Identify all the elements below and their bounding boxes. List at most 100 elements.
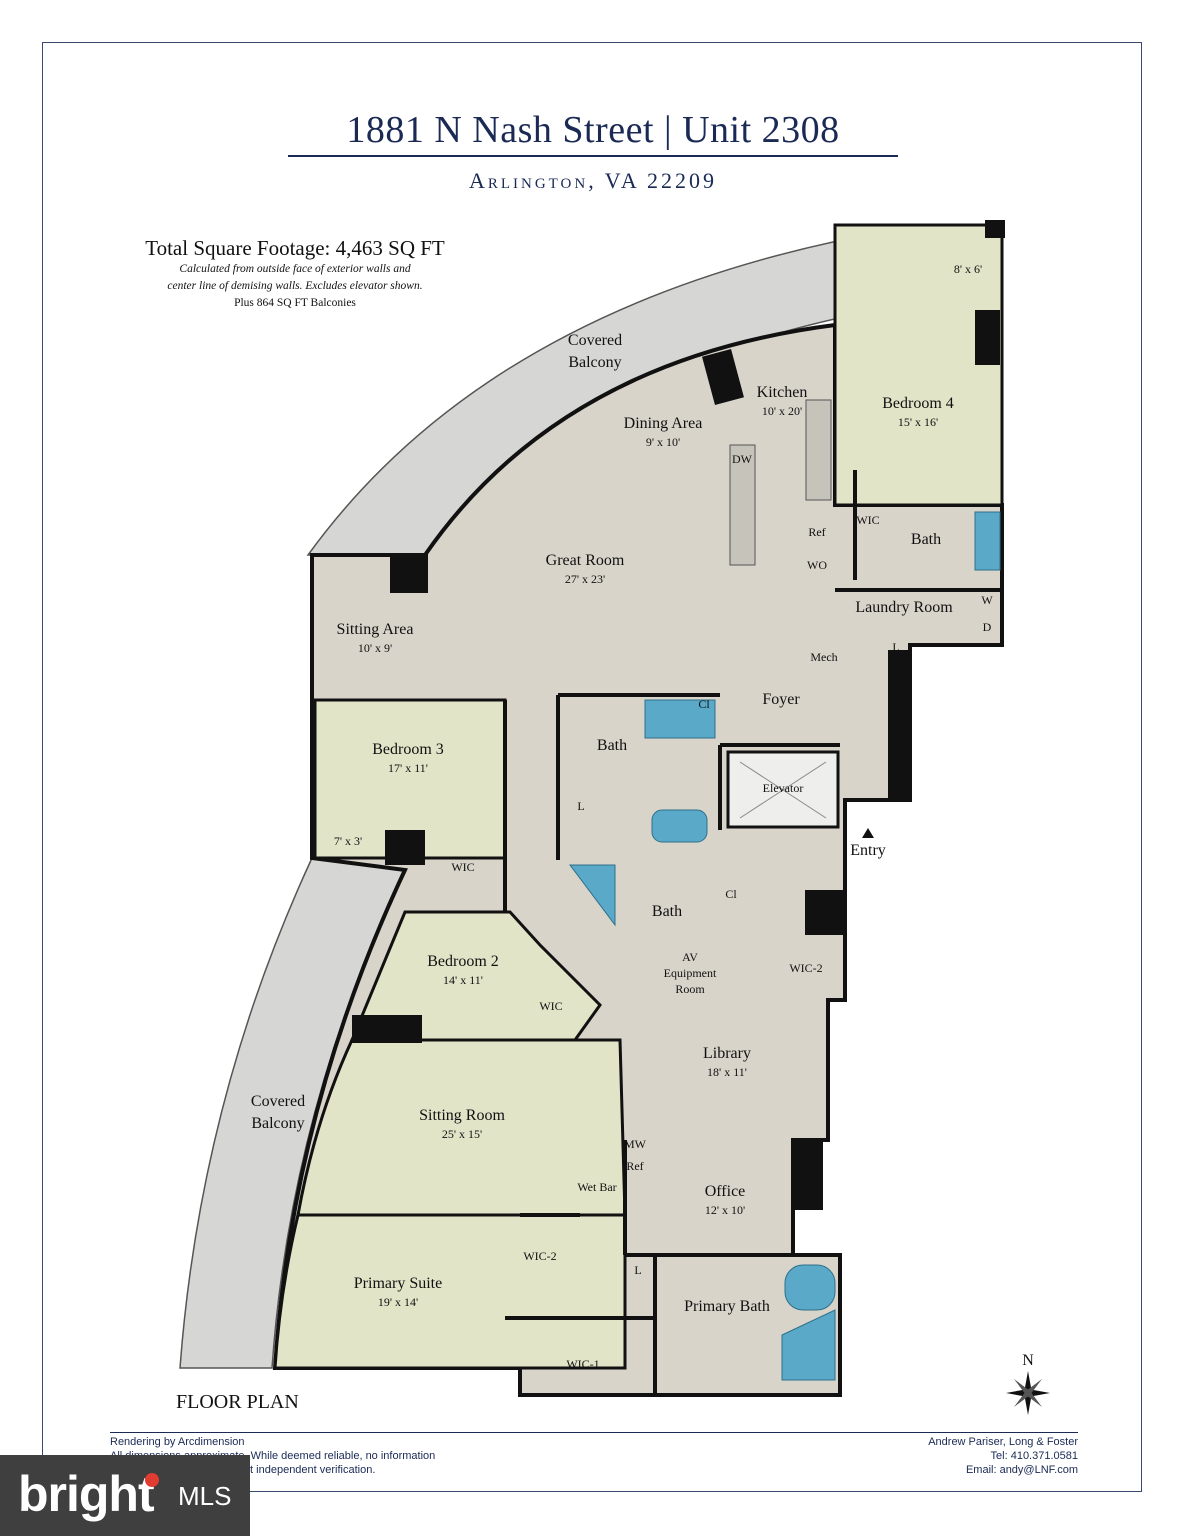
linen-label-laundry: L <box>892 640 899 654</box>
logo-dot-icon <box>145 1473 159 1487</box>
dw-label: DW <box>732 452 753 466</box>
kitchen-dim: 10' x 20' <box>762 404 802 418</box>
av-room-label-2: Equipment <box>664 966 717 980</box>
total-square-footage: Total Square Footage: 4,463 SQ FT <box>145 236 445 260</box>
jacuzzi-tub <box>784 1264 836 1311</box>
rendering-credit: Rendering by Arcdimension <box>110 1436 245 1448</box>
mw-label: MW <box>624 1137 647 1151</box>
sitting-area-label: Sitting Area <box>337 621 414 638</box>
dryer-label: D <box>983 620 992 634</box>
bedroom4-floor <box>833 223 1004 507</box>
balcony-top-label-2: Balcony <box>568 354 621 371</box>
bath-label-lower: Bath <box>652 903 682 920</box>
bedroom3-label: Bedroom 3 <box>372 741 444 758</box>
bright-mls-logo: bright MLS <box>0 1455 250 1536</box>
bedroom4-closet-dim: 8' x 6' <box>954 262 982 276</box>
sitting-room-dim: 25' x 15' <box>442 1127 482 1141</box>
office-label: Office <box>705 1183 746 1200</box>
page-subtitle: Arlington, VA 22209 <box>468 168 718 193</box>
column <box>975 310 1000 365</box>
logo-brand: bright <box>18 1466 155 1522</box>
foyer-label: Foyer <box>762 691 800 708</box>
entry-arrow-icon <box>862 828 874 838</box>
bathtub <box>651 809 708 843</box>
sqft-note-line2: center line of demising walls. Excludes … <box>167 280 423 292</box>
dining-dim: 9' x 10' <box>646 435 680 449</box>
kitchen-island <box>729 444 756 566</box>
wic-label-bedroom3: WIC <box>451 860 474 874</box>
title-rule <box>288 155 898 157</box>
linen-label-hall: L <box>577 799 584 813</box>
dining-label: Dining Area <box>624 415 703 432</box>
column <box>352 1015 422 1043</box>
library-label: Library <box>703 1045 751 1062</box>
shower <box>569 864 616 927</box>
square-footage-block: Total Square Footage: 4,463 SQ FT Calcul… <box>110 236 480 312</box>
balcony-left-label-2: Balcony <box>251 1115 304 1132</box>
column <box>888 650 910 800</box>
agent-name: Andrew Pariser, Long & Foster <box>928 1436 1078 1448</box>
logo-suffix: MLS <box>178 1481 232 1511</box>
primary-suite-label: Primary Suite <box>354 1275 442 1292</box>
wet-bar-label: Wet Bar <box>577 1180 616 1194</box>
agent-contact: Andrew Pariser, Long & Foster Tel: 410.3… <box>928 1435 1078 1477</box>
wic2-label-library: WIC-2 <box>789 961 822 975</box>
sqft-note-line1: Calculated from outside face of exterior… <box>179 263 411 275</box>
primary-suite-floor <box>273 1213 627 1370</box>
av-room-label-1: AV <box>682 950 698 964</box>
ref-label-kitchen: Ref <box>808 525 825 539</box>
library-dim: 18' x 11' <box>707 1065 747 1079</box>
bedroom4-label: Bedroom 4 <box>882 395 954 412</box>
north-label: N <box>1022 1352 1034 1369</box>
great-room-label: Great Room <box>546 552 625 569</box>
bath-label-bedroom4: Bath <box>911 531 941 548</box>
page-frame <box>42 42 1142 1492</box>
interior-walls <box>503 470 1002 1395</box>
floor-plan-label: FLOOR PLAN <box>176 1391 299 1413</box>
sitting-room-label: Sitting Room <box>419 1107 505 1124</box>
wic1-label-primary: WIC-1 <box>566 1357 599 1371</box>
wo-label: WO <box>807 558 827 572</box>
bath-label-hall: Bath <box>597 737 627 754</box>
bedroom2-dim: 14' x 11' <box>443 973 483 987</box>
primary-bath-label: Primary Bath <box>684 1298 770 1315</box>
laundry-label: Laundry Room <box>855 599 953 616</box>
elevator-label: Elevator <box>763 781 804 795</box>
entry-label: Entry <box>850 842 886 859</box>
column <box>390 553 428 593</box>
av-room-label-3: Room <box>675 982 705 996</box>
kitchen-counter <box>805 399 832 501</box>
column <box>805 890 845 935</box>
compass-rose-icon: N <box>1006 1352 1050 1415</box>
great-room-dim: 27' x 23' <box>565 572 605 586</box>
closet-label-foyer: Cl <box>698 697 710 711</box>
shower <box>781 1309 836 1381</box>
column <box>985 220 1005 238</box>
closet-label-library: Cl <box>725 887 737 901</box>
wic2-label-primary: WIC-2 <box>523 1249 556 1263</box>
balcony-top-label-1: Covered <box>568 332 622 349</box>
wic-label-bedroom2: WIC <box>539 999 562 1013</box>
primary-suite-dim: 19' x 14' <box>378 1295 418 1309</box>
sitting-area-dim: 10' x 9' <box>358 641 392 655</box>
linen-label-primary: L <box>634 1263 641 1277</box>
shower <box>644 699 716 739</box>
agent-email: Email: andy@LNF.com <box>965 1464 1078 1476</box>
column <box>793 1140 823 1210</box>
bedroom2-label: Bedroom 2 <box>427 953 499 970</box>
bedroom3-closet-dim: 7' x 3' <box>334 834 362 848</box>
washer-label: W <box>981 593 993 607</box>
shower <box>974 511 1001 571</box>
mech-label: Mech <box>810 650 837 664</box>
agent-phone: Tel: 410.371.0581 <box>990 1450 1078 1462</box>
wic-label-bedroom4: WIC <box>856 513 879 527</box>
bedroom3-dim: 17' x 11' <box>388 761 428 775</box>
column <box>385 830 425 865</box>
ref-label-bar: Ref <box>626 1159 643 1173</box>
balcony-square-footage: Plus 864 SQ FT Balconies <box>234 297 356 309</box>
footer-rule <box>110 1432 1078 1433</box>
office-dim: 12' x 10' <box>705 1203 745 1217</box>
page-title: 1881 N Nash Street | Unit 2308 <box>346 109 840 151</box>
bedroom4-dim: 15' x 16' <box>898 415 938 429</box>
